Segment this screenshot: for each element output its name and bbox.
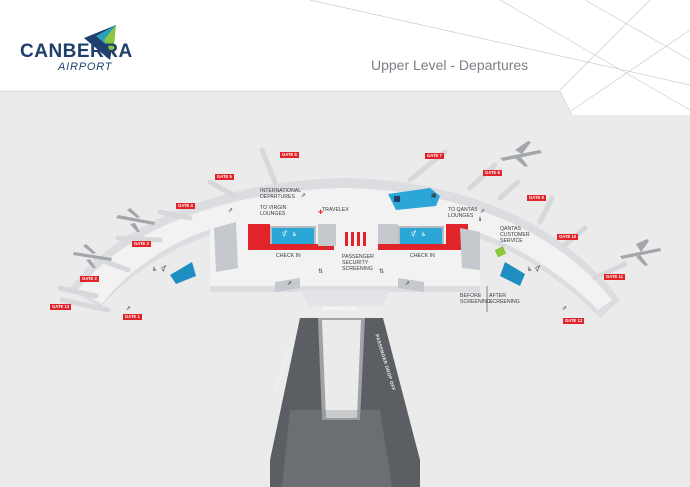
lounge-pod — [388, 188, 440, 210]
toilets-icon: ⚥ — [282, 231, 288, 238]
gate-12-badge: GATE 12 — [563, 318, 585, 324]
label-entrance-exit: ENTRANCE • EXIT — [322, 306, 359, 311]
label-qantas-customer-service: QANTAS CUSTOMER SERVICE — [500, 226, 530, 244]
gate-8-badge: GATE 8 — [483, 170, 502, 176]
label-check-in-left: CHECK IN — [276, 253, 301, 259]
toilets-icon: ⚥ — [161, 266, 167, 273]
label-international-departures: INTERNATIONAL DEPARTURES — [260, 188, 302, 200]
escalator-icon: ⇗ — [126, 305, 132, 312]
luggage-icon: ▣ — [431, 192, 437, 199]
plane-icon — [73, 141, 661, 268]
page-title: Upper Level - Departures — [371, 57, 529, 73]
escalator-icon: ⇗ — [562, 305, 568, 312]
canberra-airport-logo-icon — [84, 25, 116, 60]
label-to-virgin-lounges: TO VIRGIN LOUNGES — [260, 205, 287, 217]
information-icon: ℹ — [479, 216, 482, 223]
escalator-icon: ⇗ — [228, 207, 234, 214]
escalator-blocks — [214, 222, 480, 292]
gate-3-badge: GATE 3 — [132, 241, 151, 247]
escalator-icon: ⇗ — [480, 208, 486, 215]
brand-name: CANBERRA — [20, 41, 133, 62]
gate-9-badge: GATE 9 — [527, 195, 546, 201]
escalator-icon: ⇗ — [287, 280, 293, 287]
gate-2-badge: GATE 2 — [80, 276, 99, 282]
gate-13-badge: GATE 13 — [50, 304, 72, 310]
header-decoration — [309, 0, 690, 116]
lift-icon: ⇅ — [318, 268, 324, 275]
lift-icon: ⇅ — [379, 268, 385, 275]
label-before-screening: BEFORE SCREENING — [460, 293, 491, 305]
label-check-in-right: CHECK IN — [410, 253, 435, 259]
gate-1-badge: GATE 1 — [123, 314, 142, 320]
accessible-toilet-icon: ♿ — [292, 231, 298, 238]
gate-11-badge: GATE 11 — [604, 274, 625, 280]
access-road — [270, 318, 420, 487]
toilets-icon: ⚥ — [535, 266, 541, 273]
brand-subtitle: AIRPORT — [58, 61, 113, 73]
accessible-toilet-icon: ♿ — [152, 266, 158, 273]
jet-bridges — [57, 147, 628, 313]
security-screening-lanes — [345, 232, 366, 246]
gate-10-badge: GATE 10 — [557, 234, 579, 240]
label-after-screening: AFTER SCREENING — [489, 293, 520, 305]
check-in-left-block — [248, 224, 336, 250]
toilets-icon: ⚥ — [411, 231, 417, 238]
escalator-icon: ⇗ — [301, 192, 307, 199]
accessible-toilet-icon: ♿ — [527, 266, 533, 273]
gate-7-badge: GATE 7 — [425, 153, 444, 159]
label-travelex: TRAVELEX — [322, 207, 349, 213]
stair-blocks — [170, 262, 525, 286]
label-passenger-security-screening: PASSENGER SECURITY SCREENING — [342, 254, 374, 272]
escalator-icon: ⇗ — [405, 280, 411, 287]
label-to-qantas-lounges: TO QANTAS LOUNGES — [448, 207, 478, 219]
gate-4-badge: GATE 4 — [176, 203, 195, 209]
gate-5-badge: GATE 5 — [215, 174, 234, 180]
travelex-icon: ✚ — [318, 209, 324, 216]
accessible-toilet-icon: ♿ — [421, 231, 427, 238]
gate-6-badge: GATE 6 — [280, 152, 299, 158]
qantas-customer-service-desk — [494, 246, 507, 258]
